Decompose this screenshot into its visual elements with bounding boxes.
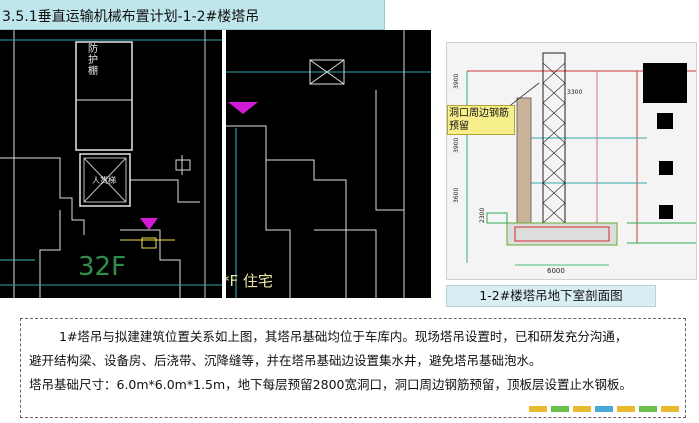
basement-section-image: 洞口周边钢筋 预留 3900 3900 3600 3300 6000 2300: [446, 42, 697, 280]
title-bar: 3.5.1垂直运输机械布置计划-1-2#楼塔吊: [0, 0, 385, 30]
section-drawing: [466, 52, 696, 266]
description-line-2: 避开结构梁、设备房、后浇带、沉降缝等，并在塔吊基础边设置集水井，避免塔吊基础泡水…: [29, 353, 542, 368]
right-cad-plan: *F 住宅: [226, 30, 431, 298]
left-cad-plan: 防护棚 人货梯 32F: [0, 30, 222, 298]
callout-label: 洞口周边钢筋 预留: [447, 105, 515, 135]
protective-shed-label: 防护棚: [88, 44, 98, 77]
description-line-1: 1#塔吊与拟建建筑位置关系如上图，其塔吊基础均位于车库内。现场塔吊设置时，已和研…: [59, 329, 628, 344]
dim-label-4: 3300: [567, 89, 583, 96]
dim-label-1: 3900: [453, 73, 460, 89]
decorative-border-graphic: [529, 406, 679, 412]
section-caption: 1-2#楼塔吊地下室剖面图: [446, 285, 656, 307]
hoist-label: 人货梯: [92, 176, 116, 185]
residence-label: *F 住宅: [226, 272, 273, 290]
dim-label-5: 6000: [547, 267, 565, 275]
dim-label-3: 3600: [453, 187, 460, 203]
page-title: 3.5.1垂直运输机械布置计划-1-2#楼塔吊: [2, 9, 260, 25]
dim-label-6: 2300: [479, 207, 486, 223]
right-plan-drawing: [226, 30, 431, 298]
description-box: 1#塔吊与拟建建筑位置关系如上图，其塔吊基础均位于车库内。现场塔吊设置时，已和研…: [20, 318, 686, 418]
dim-label-2: 3900: [453, 137, 460, 153]
description-line-3: 塔吊基础尺寸：6.0m*6.0m*1.5m，地下每层预留2800宽洞口，洞口周边…: [29, 377, 632, 392]
floor-label: 32F: [78, 252, 127, 282]
left-plan-drawing: [0, 30, 222, 298]
